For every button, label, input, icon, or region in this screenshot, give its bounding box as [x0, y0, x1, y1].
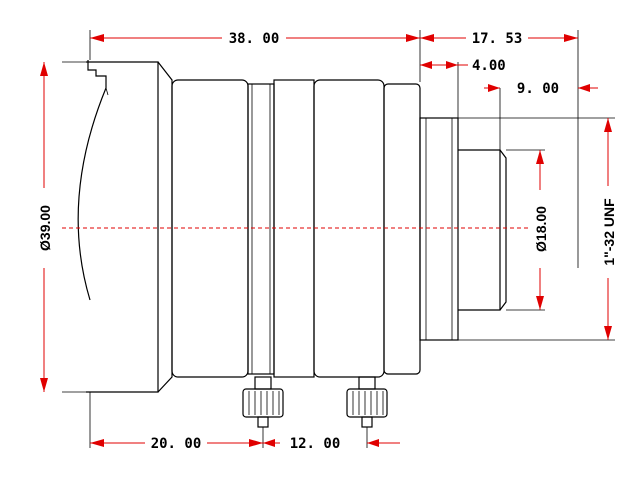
dim-thread-length: 9. 00 — [484, 81, 598, 97]
dim-back-length-label: 17. 53 — [472, 31, 523, 47]
dim-flange-step: 4.00 — [420, 58, 506, 74]
dim-flange-step-label: 4.00 — [472, 58, 506, 74]
dim-body-diameter: Ø39.00 — [35, 62, 53, 392]
extension-lines — [62, 30, 615, 448]
dim-overall-length: 38. 00 — [90, 29, 420, 47]
dim-mount-thread: 1"-32 UNF — [599, 118, 617, 340]
thumb-screw-right — [346, 376, 388, 428]
dim-rear-diameter: Ø18.00 — [531, 150, 549, 310]
thumb-screw-left — [242, 376, 284, 428]
dim-back-length: 17. 53 — [420, 29, 578, 47]
dim-thread-length-label: 9. 00 — [517, 81, 559, 97]
dim-screw-spacing: 12. 00 — [263, 436, 400, 452]
dim-body-diameter-label: Ø39.00 — [37, 205, 53, 251]
dim-screw-spacing-label: 12. 00 — [290, 436, 341, 452]
lens-outline — [77, 60, 507, 428]
dim-mount-thread-label: 1"-32 UNF — [601, 198, 617, 266]
dim-screw-position: 20. 00 — [90, 434, 263, 452]
dim-screw-position-label: 20. 00 — [151, 436, 202, 452]
dim-overall-length-label: 38. 00 — [229, 31, 280, 47]
dim-rear-diameter-label: Ø18.00 — [533, 206, 549, 252]
